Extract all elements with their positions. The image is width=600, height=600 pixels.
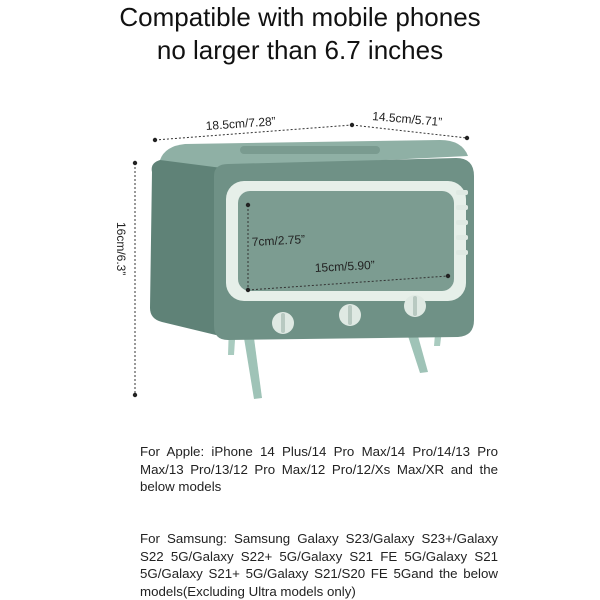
dimension-screen-width-label: 15cm/5.90” <box>314 258 375 275</box>
dimension-lines <box>134 124 468 395</box>
tv-tissue-box-illustration: 18.5cm/7.28” 14.5cm/5.71” 16cm/6.3” 7cm/… <box>114 109 474 399</box>
dimension-depth-label: 14.5cm/5.71” <box>372 109 443 129</box>
knob-middle-icon <box>339 304 361 326</box>
dimension-height-label: 16cm/6.3” <box>114 222 128 275</box>
knob-right-icon <box>404 295 426 317</box>
headline: Compatible with mobile phones no larger … <box>0 0 600 67</box>
knob-left-icon <box>272 312 294 334</box>
screen <box>238 191 454 291</box>
headline-line-2: no larger than 6.7 inches <box>156 35 444 65</box>
dimension-screen-height-label: 7cm/2.75” <box>251 232 305 249</box>
dimension-width-label: 18.5cm/7.28” <box>205 114 276 133</box>
apple-compatibility-text: For Apple: iPhone 14 Plus/14 Pro Max/14 … <box>140 444 498 494</box>
side-buttons <box>456 190 468 255</box>
tv-side <box>150 160 220 336</box>
headline-line-1: Compatible with mobile phones <box>119 2 481 32</box>
samsung-compatibility-text: For Samsung: Samsung Galaxy S23/Galaxy S… <box>140 531 498 599</box>
tissue-slot <box>240 146 380 154</box>
leg-front-left <box>244 338 262 399</box>
dimension-endpoints <box>132 122 470 398</box>
leg-front-right <box>408 336 428 373</box>
